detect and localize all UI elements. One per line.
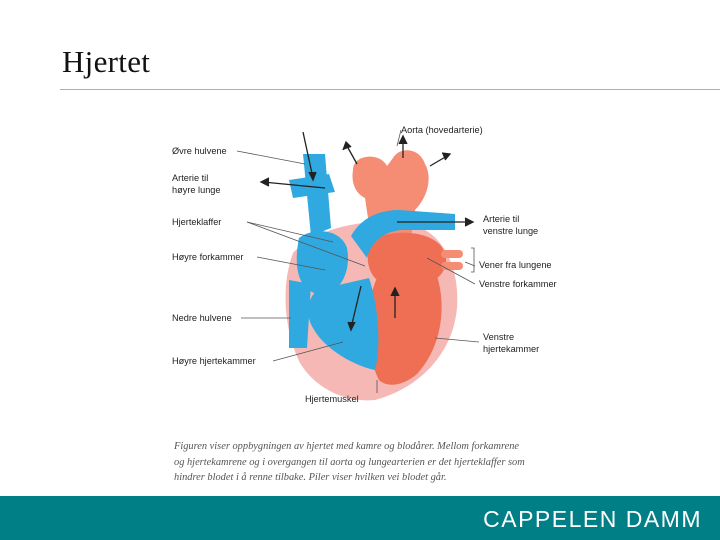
pulmonary-veins-bracket (471, 247, 475, 273)
label-right-ventricle: Høyre hjertekammer (172, 356, 256, 366)
label-leader-lines (236, 129, 480, 393)
brand-logo: CAPPELEN DAMM (483, 506, 702, 532)
label-pulmonary-artery-right-line1: Arterie til (172, 173, 208, 183)
label-pulmonary-artery-left-line2: venstre lunge (483, 226, 538, 236)
label-aorta: Aorta (hovedarterie) (401, 125, 483, 135)
heart-diagram: Øvre hulvene Arterie til høyre lunge Hje… (172, 125, 557, 404)
label-right-atrium: Høyre forkammer (172, 252, 243, 262)
inferior-vena-cava-shape (289, 280, 311, 348)
label-left-ventricle-line1: Venstre (483, 332, 514, 342)
label-superior-vena-cava: Øvre hulvene (172, 146, 227, 156)
slide-title: Hjertet (62, 44, 151, 79)
label-pulmonary-veins: Vener fra lungene (479, 260, 552, 270)
caption-line-3: hindrer blodet i å renne tilbake. Piler … (174, 472, 447, 483)
left-atrium-shape (367, 232, 447, 280)
label-left-ventricle-line2: hjertekammer (483, 344, 539, 354)
label-pulmonary-artery-left-line1: Arterie til (483, 214, 519, 224)
caption-line-1: Figuren viser oppbygningen av hjertet me… (174, 441, 520, 452)
label-inferior-vena-cava: Nedre hulvene (172, 313, 232, 323)
label-left-atrium: Venstre forkammer (479, 279, 557, 289)
pulmonary-artery-right-shape (289, 174, 335, 198)
label-pulmonary-artery-right-line2: høyre lunge (172, 185, 221, 195)
label-heart-muscle: Hjertemuskel (305, 394, 359, 404)
right-ventricle-shape (308, 278, 379, 370)
flow-arrows (259, 131, 475, 332)
title-divider (60, 89, 720, 90)
figure-caption: Figuren viser oppbygningen av hjertet me… (174, 439, 554, 486)
pulmonary-vein-lower (441, 262, 463, 270)
pulmonary-vein-upper (441, 250, 463, 258)
label-valves: Hjerteklaffer (172, 217, 221, 227)
footer-bar: CAPPELEN DAMM (0, 496, 720, 540)
caption-line-2: og hjertekamrene og i overgangen til aor… (174, 456, 525, 468)
left-ventricle-shape (368, 276, 442, 385)
right-atrium-shape (296, 231, 349, 295)
